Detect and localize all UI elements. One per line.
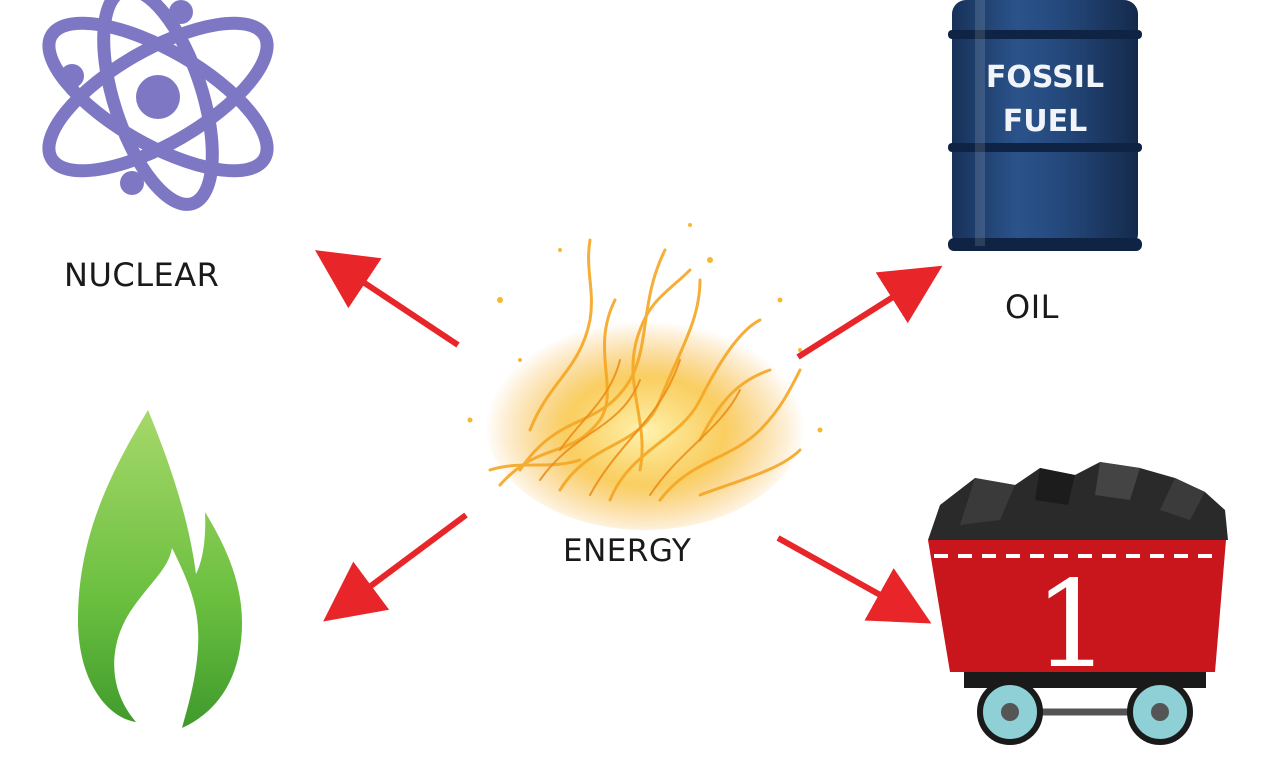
- atom-icon: [42, 0, 274, 211]
- coal-pile: [928, 462, 1228, 540]
- barrel-label: FOSSIL FUEL: [960, 56, 1130, 144]
- oil-barrel-icon: [948, 0, 1142, 251]
- fire-burst-icon: [467, 223, 823, 530]
- nuclear-label: NUCLEAR: [64, 256, 220, 294]
- energy-label: ENERGY: [563, 533, 692, 569]
- oil-label: OIL: [1005, 288, 1059, 326]
- barrel-label-line1: FOSSIL: [985, 60, 1105, 95]
- cart-number: 1: [1033, 556, 1111, 695]
- barrel-label-line2: FUEL: [1002, 104, 1088, 139]
- cart-wheel-right: [1127, 679, 1193, 745]
- arrow-to-nuclear: [315, 250, 460, 348]
- cart-wheel-left: [977, 679, 1043, 745]
- arrow-to-oil: [796, 265, 943, 360]
- arrows: [315, 250, 943, 624]
- atom-electrons: [60, 0, 193, 195]
- arrow-to-coal: [776, 535, 932, 624]
- coal-mine-cart-icon: [928, 462, 1228, 745]
- arrow-to-gas: [323, 512, 468, 622]
- green-flame-icon: [78, 410, 242, 728]
